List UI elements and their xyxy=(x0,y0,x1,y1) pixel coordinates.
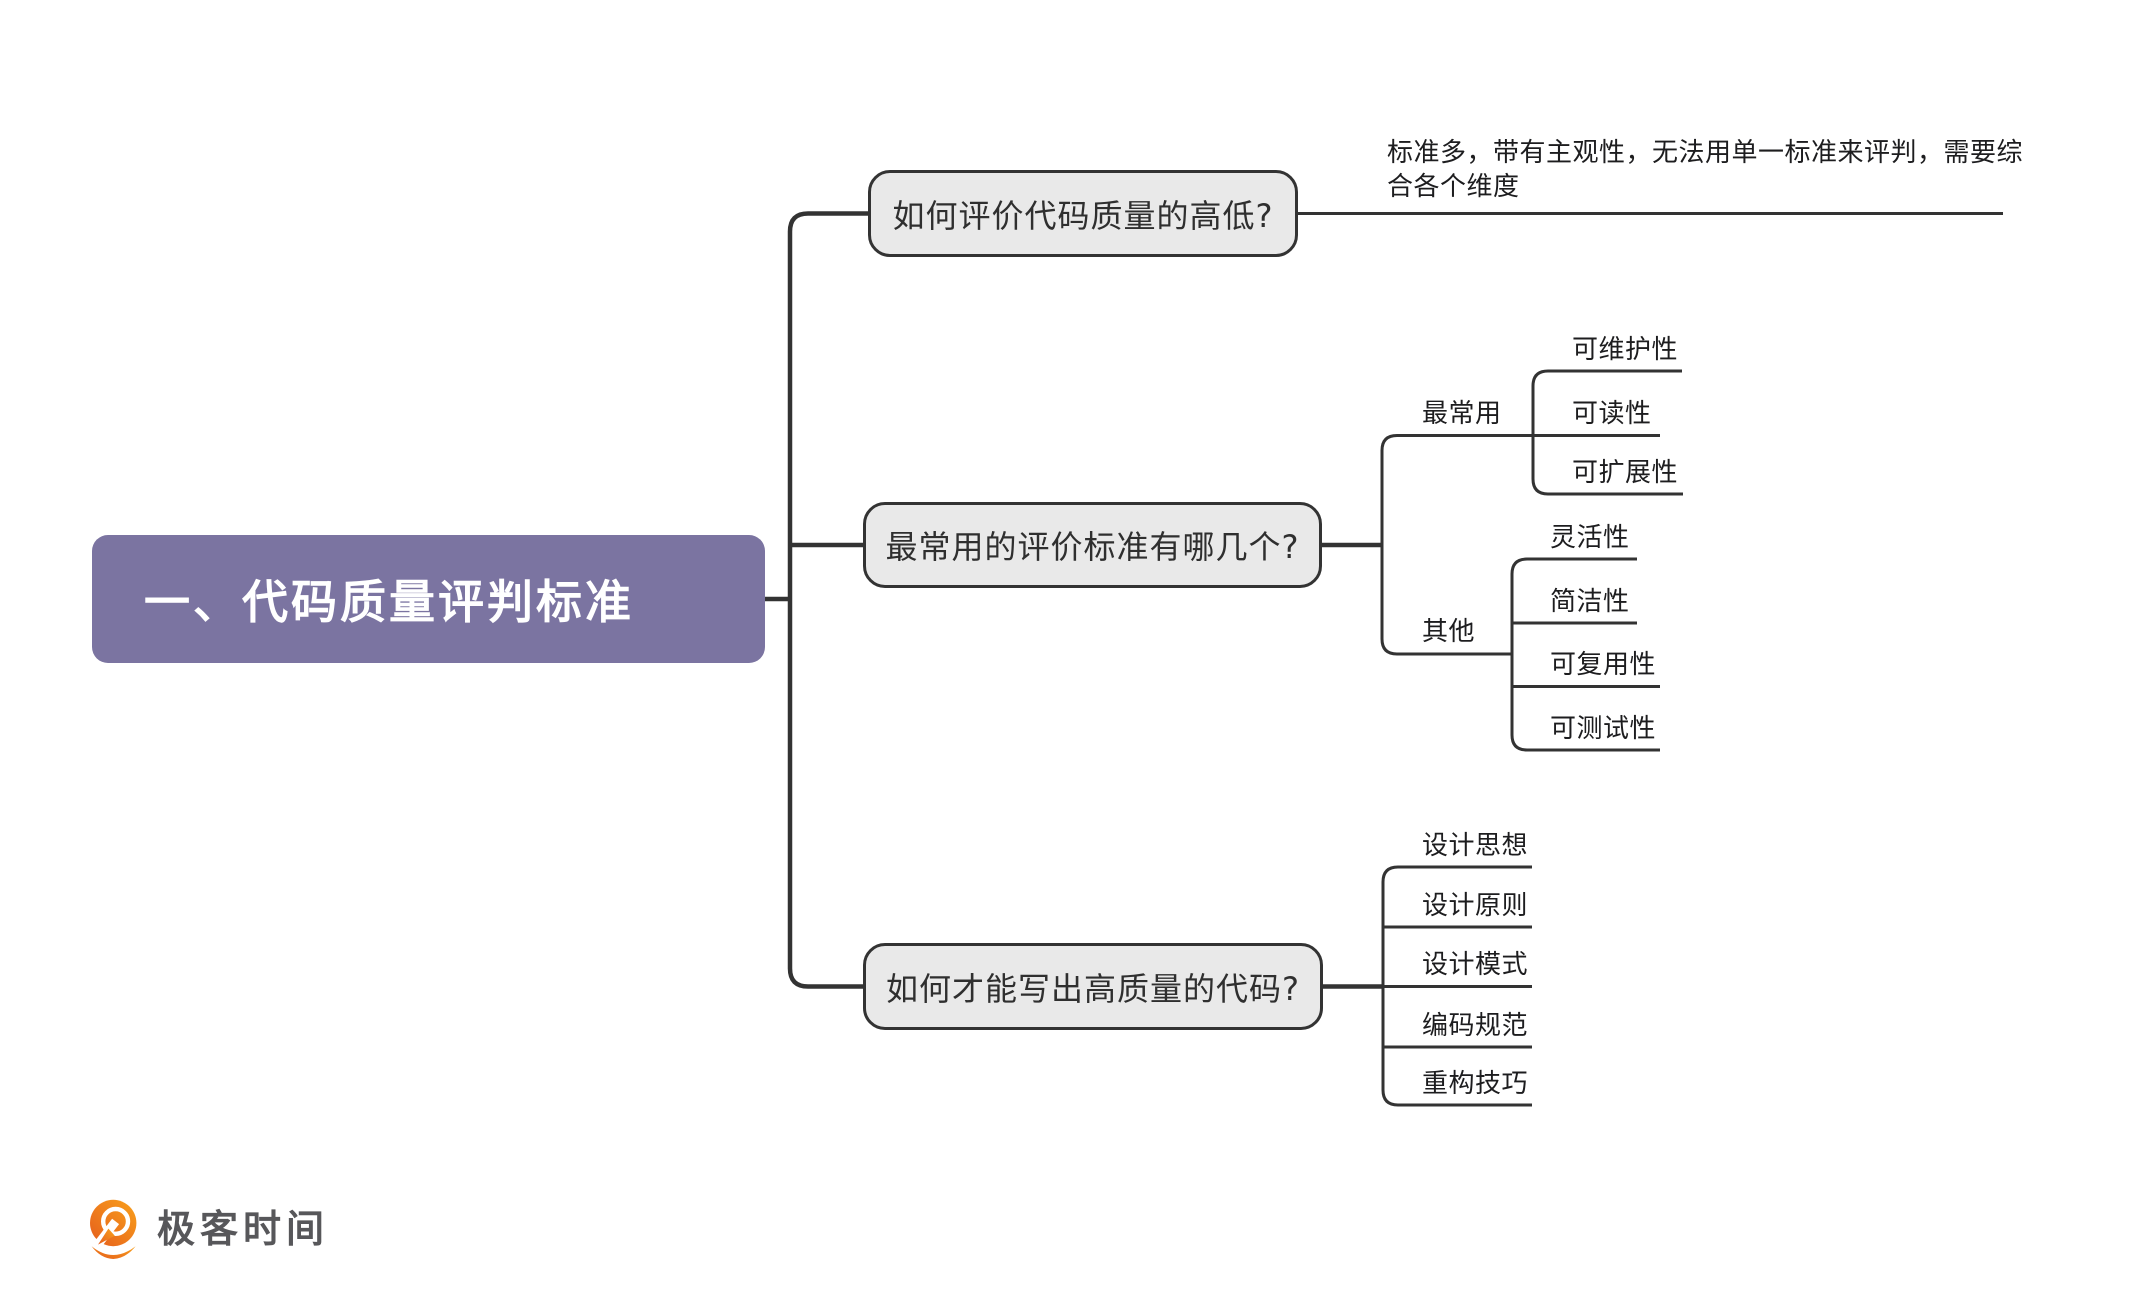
leaf-refactoring-skills[interactable]: 重构技巧 xyxy=(1422,1069,1529,1099)
criteria-bracket xyxy=(1380,434,1398,656)
leaf-design-patterns[interactable]: 设计模式 xyxy=(1422,950,1529,980)
leaf-design-principles[interactable]: 设计原则 xyxy=(1422,891,1529,921)
leaf-readability[interactable]: 可读性 xyxy=(1572,399,1652,429)
leaf-simplicity[interactable]: 简洁性 xyxy=(1550,587,1630,617)
leaf-extensibility[interactable]: 可扩展性 xyxy=(1572,458,1679,488)
trunk-line xyxy=(787,211,868,989)
leaf-flexibility[interactable]: 灵活性 xyxy=(1550,523,1630,553)
others-children-bracket xyxy=(1510,557,1528,752)
geektime-logo-icon xyxy=(90,1199,137,1259)
most-common-children-bracket xyxy=(1531,369,1549,496)
root-node[interactable]: 一、代码质量评判标准 xyxy=(92,535,765,663)
node-how-to-evaluate[interactable]: 如何评价代码质量的高低? xyxy=(868,170,1298,257)
leaf-maintainability[interactable]: 可维护性 xyxy=(1572,335,1679,365)
geektime-logo-text: 极客时间 xyxy=(157,1207,330,1251)
leaf-coding-standards[interactable]: 编码规范 xyxy=(1422,1011,1529,1041)
node-how-to-write[interactable]: 如何才能写出高质量的代码? xyxy=(863,943,1323,1030)
node-common-criteria[interactable]: 最常用的评价标准有哪几个? xyxy=(863,502,1322,588)
leaf-reusability[interactable]: 可复用性 xyxy=(1550,650,1657,680)
annotation-note[interactable]: 标准多，带有主观性，无法用单一标准来评判，需要综合各个维度 xyxy=(1387,138,2024,202)
leaf-design-philosophy[interactable]: 设计思想 xyxy=(1422,831,1529,861)
group-label-others[interactable]: 其他 xyxy=(1422,617,1476,647)
leaf-testability[interactable]: 可测试性 xyxy=(1550,714,1657,744)
group-label-most-common[interactable]: 最常用 xyxy=(1422,399,1502,429)
geektime-logo: 极客时间 xyxy=(86,1198,329,1264)
